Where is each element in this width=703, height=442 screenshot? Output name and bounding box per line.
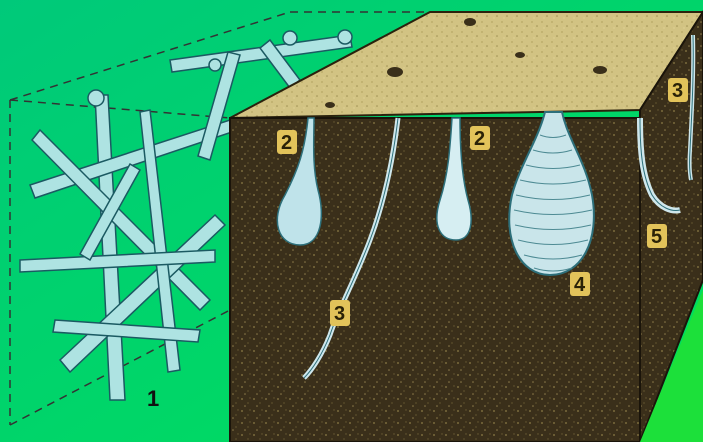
label-2b: 2 bbox=[470, 126, 490, 150]
label-5-text: 5 bbox=[651, 226, 662, 248]
label-4-text: 4 bbox=[574, 274, 586, 296]
label-2b-text: 2 bbox=[474, 128, 485, 150]
label-4: 4 bbox=[570, 272, 590, 296]
label-3-center: 3 bbox=[330, 300, 350, 326]
label-2a: 2 bbox=[277, 130, 297, 154]
label-3-center-text: 3 bbox=[334, 303, 345, 325]
label-1: 1 bbox=[147, 386, 159, 411]
label-1-text: 1 bbox=[147, 386, 159, 411]
label-3-right: 3 bbox=[668, 78, 688, 102]
label-2a-text: 2 bbox=[281, 132, 292, 154]
label-5: 5 bbox=[647, 224, 667, 248]
label-3-right-text: 3 bbox=[672, 80, 683, 102]
